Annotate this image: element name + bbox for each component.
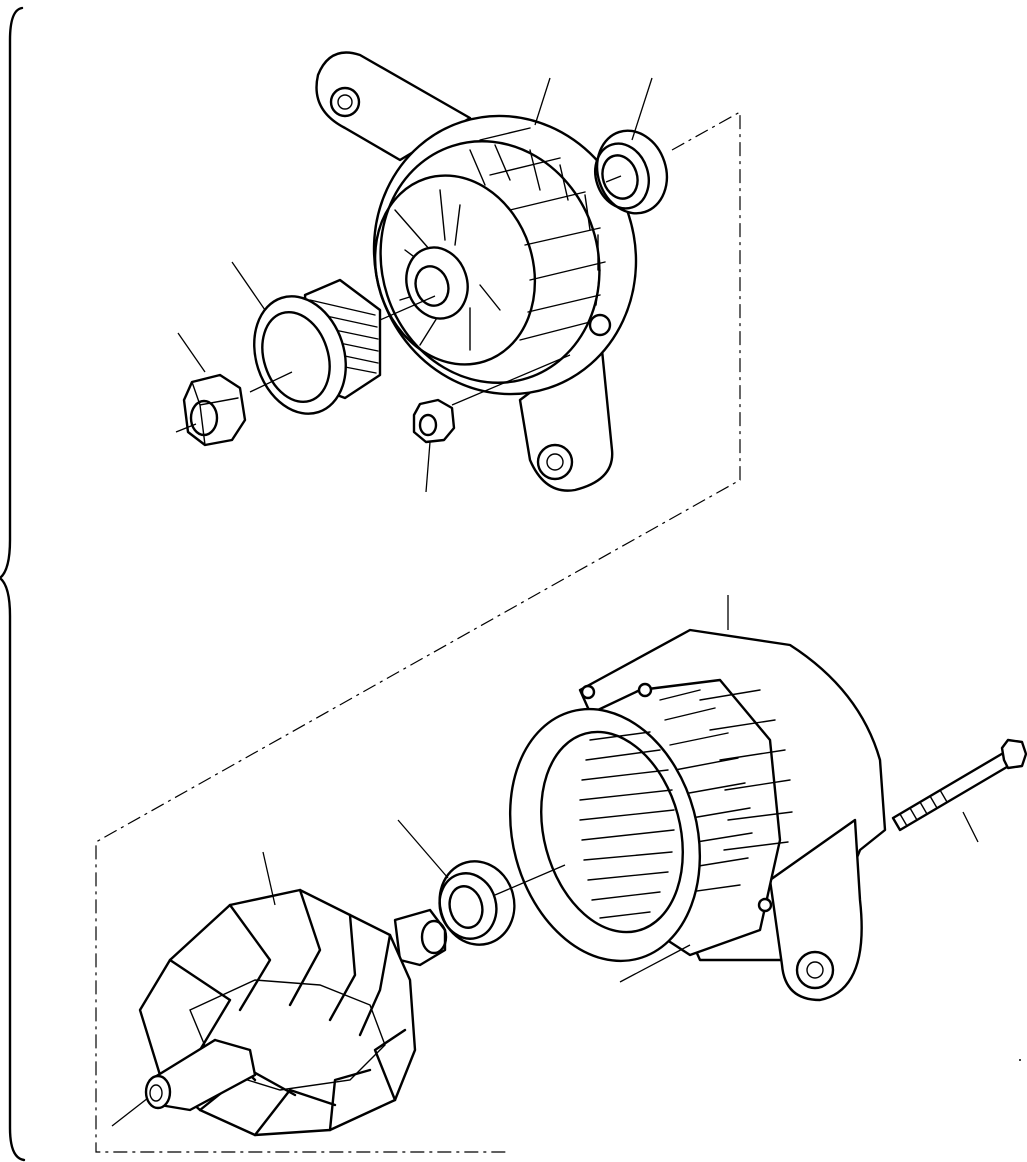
leader-stator-lower	[619, 944, 691, 983]
leader-bearing-to-stator	[494, 864, 566, 896]
leader-pulley-nut	[177, 332, 206, 373]
leader-pulley-axis	[249, 295, 436, 393]
leader-bracket-nut	[425, 441, 431, 493]
stray-dot	[1019, 1059, 1021, 1061]
leader-bracket-to-nut	[451, 354, 571, 406]
leader-rear-bearing	[397, 819, 449, 879]
leader-bearing-axis	[605, 175, 622, 183]
bracket-nut-part	[412, 398, 456, 444]
leader-rotor-axis	[111, 1097, 149, 1127]
leader-pulley	[231, 261, 266, 311]
leader-lines	[111, 77, 979, 1127]
through-bolt-part	[891, 738, 1027, 832]
leader-rotor	[262, 851, 276, 906]
rotor-part	[138, 888, 448, 1137]
rear-bearing-part	[438, 860, 516, 946]
leader-through-bolt	[962, 811, 979, 843]
front-bracket-part	[315, 51, 638, 492]
pulley-part	[253, 278, 382, 415]
leader-front-bracket	[534, 77, 551, 126]
leader-pulley-nut-axis	[175, 423, 197, 433]
stator-rear-housing-part	[508, 628, 887, 1002]
assembly-outline	[95, 110, 741, 1153]
leader-front-bearing	[631, 77, 653, 141]
pulley-nut-part	[182, 373, 247, 447]
grouping-brace	[0, 6, 26, 1162]
front-bearing-part	[594, 129, 669, 215]
